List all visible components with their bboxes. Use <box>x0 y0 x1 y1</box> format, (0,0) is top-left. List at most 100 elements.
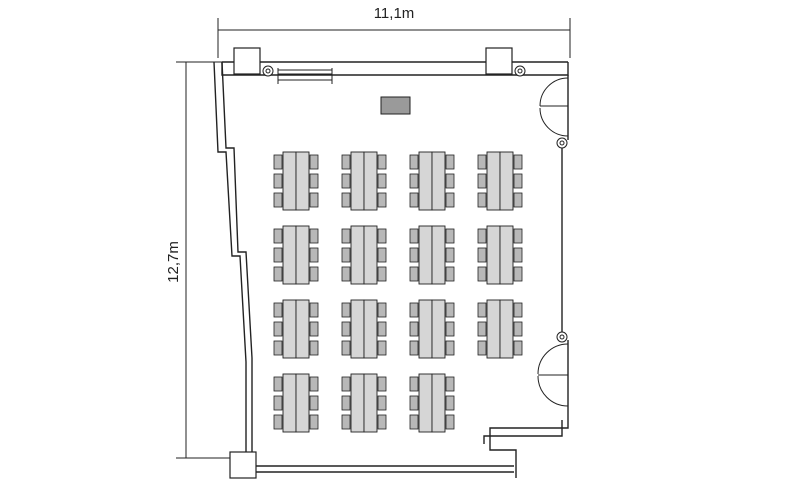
table <box>499 299 514 359</box>
chair <box>273 395 283 411</box>
table <box>282 225 297 285</box>
chair <box>341 302 351 318</box>
table <box>418 299 433 359</box>
table <box>418 373 433 433</box>
chair <box>477 173 487 189</box>
chair <box>377 228 387 244</box>
chair <box>477 321 487 337</box>
chair <box>445 340 455 356</box>
chair <box>445 173 455 189</box>
chair <box>341 395 351 411</box>
fixtures <box>262 65 568 343</box>
chair <box>309 340 319 356</box>
chair <box>309 173 319 189</box>
chair <box>273 302 283 318</box>
table-group <box>341 299 387 359</box>
chair <box>309 302 319 318</box>
chair <box>377 340 387 356</box>
chair <box>513 321 523 337</box>
table <box>282 299 297 359</box>
table <box>363 299 378 359</box>
chair <box>309 247 319 263</box>
table-group <box>409 373 455 433</box>
chair <box>341 192 351 208</box>
chair <box>377 266 387 282</box>
table-group <box>341 151 387 211</box>
chair <box>409 266 419 282</box>
chair <box>409 173 419 189</box>
doors <box>537 77 569 407</box>
chair <box>445 154 455 170</box>
chair <box>409 247 419 263</box>
chair <box>309 266 319 282</box>
chair <box>377 414 387 430</box>
table-group <box>477 225 523 285</box>
chair <box>273 228 283 244</box>
chair <box>377 154 387 170</box>
chair <box>309 395 319 411</box>
chair <box>477 266 487 282</box>
chair <box>273 173 283 189</box>
chair <box>341 247 351 263</box>
table <box>431 151 446 211</box>
door-top-right <box>539 77 569 137</box>
chair <box>309 321 319 337</box>
chair <box>477 247 487 263</box>
table-group <box>273 373 319 433</box>
table <box>431 373 446 433</box>
chair <box>477 154 487 170</box>
chair <box>477 228 487 244</box>
chair <box>377 247 387 263</box>
chair <box>273 192 283 208</box>
chair <box>377 192 387 208</box>
chair <box>273 376 283 392</box>
chair <box>273 414 283 430</box>
chair <box>341 414 351 430</box>
chair <box>409 321 419 337</box>
table <box>295 225 310 285</box>
chair <box>309 414 319 430</box>
pillar-top-left <box>233 47 261 75</box>
width-dimension <box>217 18 571 58</box>
chair <box>409 376 419 392</box>
table-group <box>409 299 455 359</box>
chair <box>273 247 283 263</box>
chair <box>409 154 419 170</box>
chair <box>341 154 351 170</box>
whiteboard-rail <box>277 68 333 84</box>
chair <box>273 340 283 356</box>
pillars <box>229 47 513 479</box>
chair <box>445 395 455 411</box>
table <box>363 151 378 211</box>
chair <box>445 414 455 430</box>
table-group <box>273 225 319 285</box>
chair <box>341 321 351 337</box>
chair <box>513 247 523 263</box>
table <box>486 299 501 359</box>
table <box>350 373 365 433</box>
chair <box>309 376 319 392</box>
chair <box>477 340 487 356</box>
table-group <box>273 151 319 211</box>
chair <box>309 228 319 244</box>
chair <box>477 302 487 318</box>
chair <box>341 340 351 356</box>
chair <box>341 173 351 189</box>
chair <box>309 154 319 170</box>
table-group <box>409 151 455 211</box>
chair <box>377 173 387 189</box>
chair <box>513 154 523 170</box>
chair <box>513 266 523 282</box>
table <box>295 299 310 359</box>
chair <box>445 228 455 244</box>
chair <box>513 340 523 356</box>
chair <box>445 266 455 282</box>
table-group <box>341 373 387 433</box>
table <box>295 373 310 433</box>
table <box>363 225 378 285</box>
table <box>282 373 297 433</box>
table-group <box>409 225 455 285</box>
chair <box>445 247 455 263</box>
table <box>350 151 365 211</box>
